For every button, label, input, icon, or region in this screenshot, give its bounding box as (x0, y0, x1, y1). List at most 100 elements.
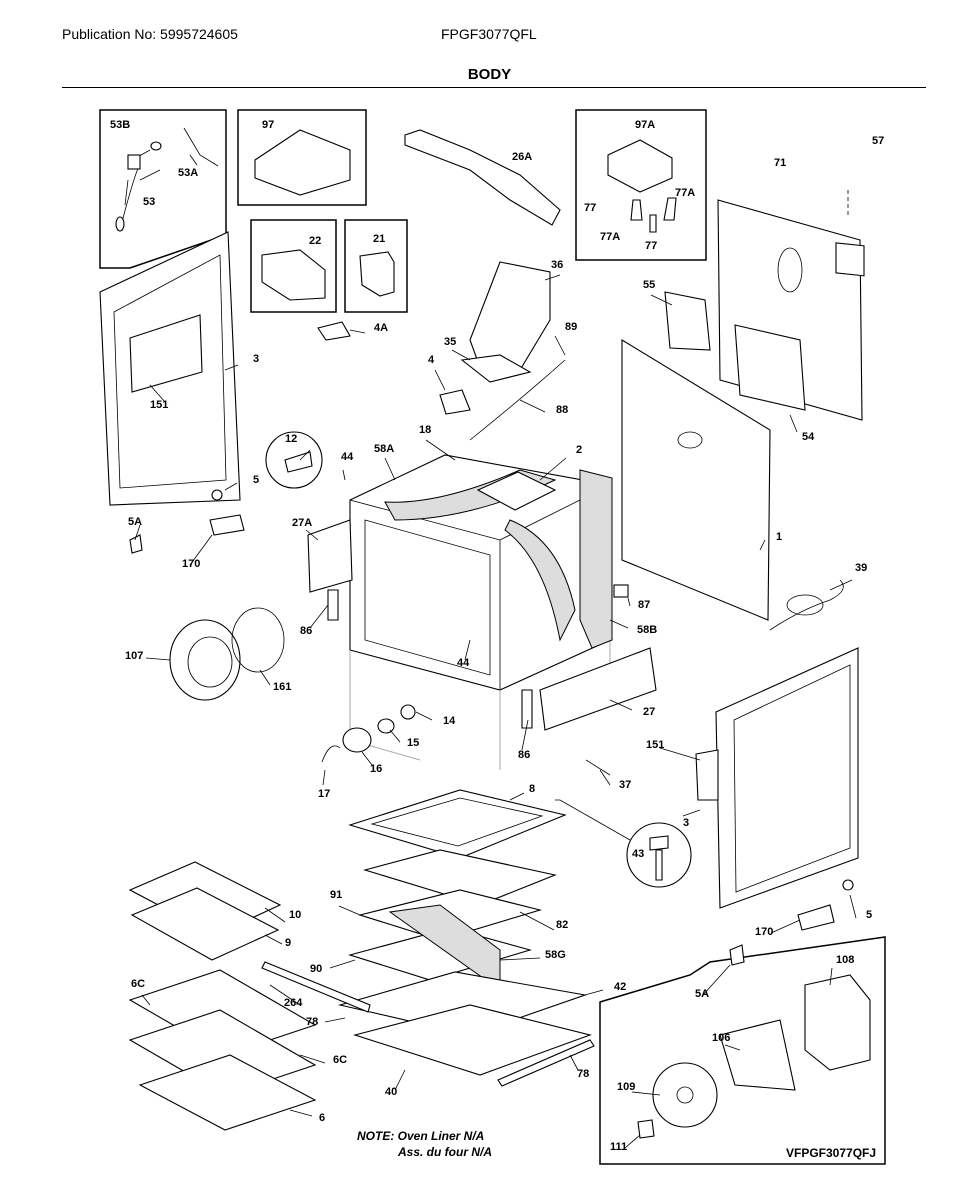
part-label-161: 161 (273, 681, 291, 693)
gasket-161 (231, 607, 285, 673)
baffle-82 (362, 849, 557, 906)
part-label-53a: 53A (178, 167, 198, 179)
bracket-170-right (797, 904, 835, 931)
part-label-43: 43 (632, 848, 644, 860)
side-panel-3-right (715, 647, 859, 909)
part-label-170: 170 (755, 926, 773, 938)
lamp-cover-16 (342, 727, 372, 753)
publication-number: Publication No: 5995724605 (62, 26, 238, 42)
lamp-clip-17 (321, 745, 341, 763)
part-label-5a: 5A (695, 988, 709, 1000)
leveler-5a-right (729, 944, 745, 966)
note-line-1: NOTE: Oven Liner N/A (357, 1129, 485, 1143)
wire-37 (585, 759, 611, 776)
part-label-91: 91 (330, 889, 342, 901)
part-label-54: 54 (802, 431, 815, 443)
screw-5-left (211, 489, 223, 501)
note-line-2: Ass. du four N/A (398, 1145, 493, 1159)
side-panel-1 (621, 339, 771, 621)
power-cord-39 (769, 579, 844, 631)
part-label-1: 1 (776, 531, 782, 543)
part-21 (359, 251, 395, 297)
bracket-170-left (209, 514, 245, 536)
side-panel-3-right-inner (733, 664, 851, 893)
model-number: FPGF3077QFL (441, 26, 537, 42)
part-label-9: 9 (285, 937, 291, 949)
part-label-57: 57 (872, 135, 884, 147)
inset-box-relay-board (575, 109, 707, 261)
part-label-87: 87 (638, 599, 650, 611)
vent-2 (476, 471, 557, 511)
part-label-6c: 6C (333, 1054, 347, 1066)
part-label-5: 5 (253, 474, 259, 486)
part-label-5: 5 (866, 909, 872, 921)
cover-57 (835, 242, 865, 277)
fan-motor-108 (804, 974, 871, 1071)
bracket-26a (404, 129, 561, 226)
relay-clips (630, 197, 677, 233)
channel-27 (539, 647, 657, 731)
part-label-17: 17 (318, 788, 330, 800)
part-label-170: 170 (182, 558, 200, 570)
part-label-58a: 58A (374, 443, 394, 455)
part-label-58b: 58B (637, 624, 657, 636)
fan-cover-107 (169, 619, 241, 701)
part-label-90: 90 (310, 963, 322, 975)
part-label-2: 2 (576, 444, 582, 456)
lamp-bulb-15 (377, 718, 395, 734)
bracket-4 (439, 389, 471, 415)
fan-nut-111 (637, 1119, 655, 1139)
part-label-86: 86 (300, 625, 312, 637)
part-label-71: 71 (774, 157, 786, 169)
motor-bracket-106 (719, 1019, 796, 1091)
part-label-107: 107 (125, 650, 143, 662)
sensor-tip (115, 216, 125, 232)
part-label-16: 16 (370, 763, 382, 775)
bolt-43 (649, 835, 669, 881)
part-label-44: 44 (457, 657, 470, 669)
inset-box-part-21 (344, 219, 408, 313)
part-label-53: 53 (143, 196, 155, 208)
lamp-socket-14 (400, 704, 416, 720)
control-board (254, 129, 351, 196)
vent-duct-36 (469, 261, 551, 371)
part-label-42: 42 (614, 981, 626, 993)
connector-87 (613, 584, 629, 598)
part-label-18: 18 (419, 424, 431, 436)
inset-box-bracket-22 (250, 219, 337, 313)
callout-leader-lines (124, 154, 857, 1149)
part-label-6: 6 (319, 1112, 325, 1124)
part-label-77: 77 (584, 202, 596, 214)
inset-box-sensor (99, 109, 227, 269)
insulation-151-left (129, 314, 203, 393)
insulation-58b (579, 469, 613, 649)
oven-bottom-8 (348, 789, 567, 859)
part-label-77a: 77A (600, 231, 620, 243)
part-label-14: 14 (443, 715, 456, 727)
fan-blade-109 (652, 1062, 718, 1128)
part-label-5a: 5A (128, 516, 142, 528)
rear-panel-opening (777, 247, 803, 293)
sensor-grommet (150, 141, 162, 151)
hinge-receivers-86 (327, 589, 533, 729)
part-label-26a: 26A (512, 151, 532, 163)
part-label-78: 78 (577, 1068, 589, 1080)
oven-rack-6 (138, 1054, 317, 1131)
sensor-probe (127, 154, 141, 170)
diagram-code: VFPGF3077QFJ (786, 1146, 877, 1160)
part-label-39: 39 (855, 562, 867, 574)
part-label-53b: 53B (110, 119, 130, 131)
insulation-58g (388, 904, 501, 991)
channel-27a (307, 519, 353, 593)
part-label-10: 10 (289, 909, 301, 921)
part-label-35: 35 (444, 336, 456, 348)
sensor-wire (119, 127, 219, 231)
wire-88 (469, 359, 566, 441)
fan-blade-hub (676, 1086, 694, 1104)
part-label-27: 27 (643, 706, 655, 718)
insulation-151-right (695, 749, 719, 801)
fan-cover-grille (187, 636, 233, 688)
screw-5-right (842, 879, 854, 891)
part-label-82: 82 (556, 919, 568, 931)
